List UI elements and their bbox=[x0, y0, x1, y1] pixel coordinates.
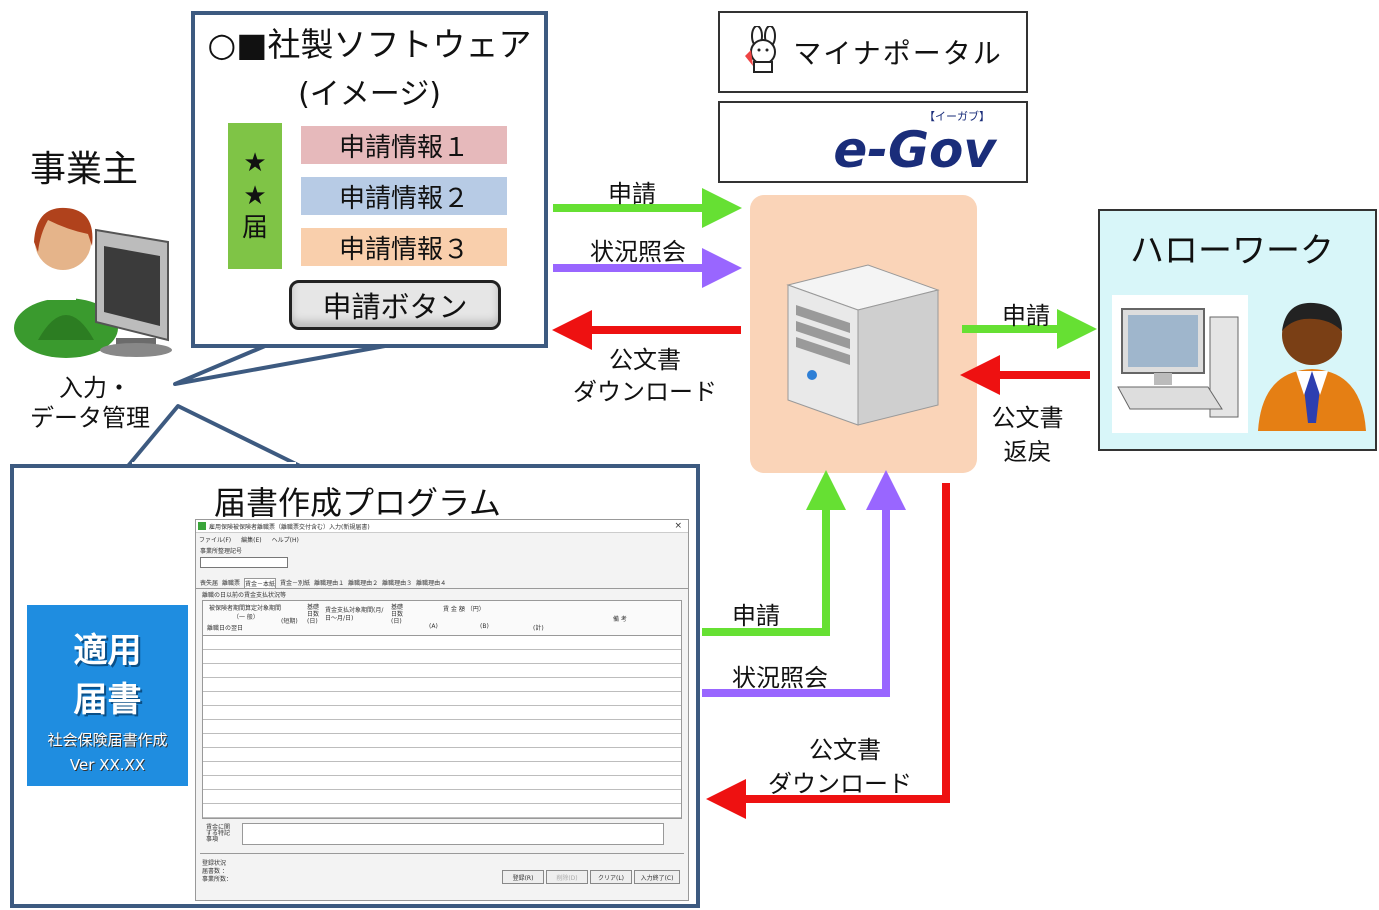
special-row: 賃金に関する特記事項 bbox=[202, 823, 682, 845]
apply-button[interactable]: 申請ボタン bbox=[289, 280, 501, 330]
label-status-top: 状況照会 bbox=[590, 238, 686, 266]
tab-1[interactable]: 離職票 bbox=[222, 580, 241, 587]
tab-6[interactable]: 離職理由３ bbox=[382, 580, 413, 587]
tab-7[interactable]: 離職理由４ bbox=[416, 580, 447, 587]
egov-box: 【イーガブ】 e-Gov bbox=[718, 101, 1028, 183]
info-row-3: 申請情報３ bbox=[301, 228, 507, 266]
form-bar-star1: ★ bbox=[243, 148, 267, 179]
window-title: 雇用保険被保険者離職票（離職票交付含む）入力(新規届書) bbox=[209, 523, 370, 531]
hellowork-title: ハローワーク bbox=[1130, 231, 1334, 271]
window-close-button[interactable]: × bbox=[674, 521, 682, 531]
label-status-bottom: 状況照会 bbox=[732, 664, 828, 692]
arrow-apply-bottom bbox=[702, 470, 846, 636]
office-label: 事業所整理記号 bbox=[200, 548, 243, 555]
special-label: 賃金に関する特記事項 bbox=[206, 824, 231, 843]
form-bar-star2: ★ bbox=[243, 180, 267, 211]
register-button[interactable]: 登録(R) bbox=[502, 870, 544, 884]
label-apply-bottom: 申請 bbox=[732, 602, 780, 630]
menu-help[interactable]: ヘルプ(H) bbox=[271, 537, 299, 544]
label-download-top-2: ダウンロード bbox=[573, 378, 717, 406]
col-notes: 備 考 bbox=[613, 616, 627, 623]
form-bar: ★ ★ 届 bbox=[228, 123, 282, 269]
myna-portal-label: マイナポータル bbox=[793, 37, 1003, 70]
col-period: 被保険者期間算定対象期間 bbox=[209, 605, 282, 612]
window-menu: ファイル(F) 編集(E) ヘルプ(H) bbox=[196, 533, 688, 546]
info-row-2: 申請情報２ bbox=[301, 177, 507, 215]
finish-button[interactable]: 入力終了(C) bbox=[634, 870, 680, 884]
arrow-download-bottom bbox=[706, 483, 950, 819]
col-base1: 基礎日数(日) bbox=[307, 604, 320, 625]
wage-table-header: 被保険者期間算定対象期間 （一 般） 離職日の翌日 (短期) 基礎日数(日) 賃… bbox=[202, 600, 682, 636]
program-window: 雇用保険被保険者離職票（離職票交付含む）入力(新規届書) × ファイル(F) 編… bbox=[195, 519, 689, 901]
menu-file[interactable]: ファイル(F) bbox=[199, 537, 232, 544]
special-input[interactable] bbox=[242, 823, 664, 845]
owner-title: 事業主 bbox=[30, 149, 139, 190]
owner-computer-icon bbox=[8, 190, 188, 360]
window-tabs: 喪失届 離職票 賃金－本紙 賃金－別紙 離職理由１ 離職理由２ 離職理由３ 離職… bbox=[196, 570, 688, 589]
arrow-status-bottom bbox=[702, 470, 906, 697]
col-general: （一 般） bbox=[233, 614, 259, 621]
icon-version: Ver XX.XX bbox=[69, 756, 146, 774]
label-apply-hello: 申請 bbox=[1002, 302, 1050, 330]
software-subtitle: (イメージ) bbox=[298, 77, 441, 112]
col-wage-period: 賃金支払対象期間(月/日～月/日) bbox=[325, 607, 384, 622]
software-callout: ○■社製ソフトウェア (イメージ) ★ ★ 届 申請情報１ 申請情報２ 申請情報… bbox=[191, 11, 548, 348]
program-desktop-icon[interactable]: 適用 届書 社会保険届書作成 Ver XX.XX bbox=[27, 605, 188, 786]
hellowork-pc-icon bbox=[1112, 295, 1248, 433]
status-offices: 事業所数： bbox=[202, 876, 233, 883]
hellowork-box: ハローワーク bbox=[1098, 209, 1377, 451]
server-icon bbox=[778, 255, 948, 434]
clear-button[interactable]: クリア(L) bbox=[590, 870, 632, 884]
label-apply-top: 申請 bbox=[608, 180, 656, 208]
software-title: ○■社製ソフトウェア bbox=[207, 25, 532, 64]
tab-2[interactable]: 賃金－本紙 bbox=[244, 578, 277, 588]
tab-5[interactable]: 離職理由２ bbox=[348, 580, 379, 587]
icon-caption: 社会保険届書作成 bbox=[47, 731, 168, 749]
col-a: (A) bbox=[429, 623, 438, 630]
icon-line1: 適用 bbox=[73, 631, 142, 671]
col-day: 離職日の翌日 bbox=[207, 625, 244, 632]
owner-caption-line1: 入力・ bbox=[59, 374, 131, 402]
col-total: (計) bbox=[533, 625, 544, 632]
status-area: 登録状況 届書数 ： 事業所数： 登録(R) 削除(D) クリア(L) 入力終了… bbox=[200, 853, 684, 888]
myna-mascot-icon bbox=[743, 25, 783, 78]
egov-logo: e-Gov bbox=[833, 121, 996, 179]
col-base2: 基礎日数(日) bbox=[391, 604, 404, 625]
hellowork-staff-icon bbox=[1252, 291, 1372, 435]
col-amount: 賃 金 額 （円） bbox=[443, 606, 485, 613]
section-title: 離職の日以前の賃金支払状況等 bbox=[202, 592, 287, 599]
col-b: (B) bbox=[480, 623, 489, 630]
app-icon bbox=[198, 522, 206, 530]
info-row-1: 申請情報１ bbox=[301, 126, 507, 164]
status-docs: 届書数 ： bbox=[202, 868, 228, 875]
tab-0[interactable]: 喪失届 bbox=[200, 580, 219, 587]
icon-line2: 届書 bbox=[73, 680, 142, 720]
col-short: (短期) bbox=[281, 618, 298, 625]
window-titlebar: 雇用保険被保険者離職票（離職票交付含む）入力(新規届書) × bbox=[196, 520, 688, 533]
tab-3[interactable]: 賃金－別紙 bbox=[280, 580, 311, 587]
wage-table-rows[interactable] bbox=[202, 636, 682, 819]
label-return-1: 公文書 bbox=[991, 404, 1064, 432]
myna-portal-box: マイナポータル bbox=[718, 11, 1028, 93]
label-download-bottom-2: ダウンロード bbox=[768, 770, 912, 798]
label-download-top-1: 公文書 bbox=[609, 346, 681, 374]
label-return-2: 返戻 bbox=[1003, 438, 1052, 466]
form-bar-char: 届 bbox=[241, 213, 268, 244]
office-select[interactable] bbox=[200, 557, 288, 568]
delete-button[interactable]: 削除(D) bbox=[546, 870, 588, 884]
tab-4[interactable]: 離職理由１ bbox=[314, 580, 345, 587]
server-panel bbox=[750, 195, 977, 473]
owner-caption-line2: データ管理 bbox=[30, 404, 150, 432]
egov-sub-label: 【イーガブ】 bbox=[924, 110, 990, 123]
status-label: 登録状況 bbox=[202, 860, 227, 867]
menu-edit[interactable]: 編集(E) bbox=[241, 537, 262, 544]
program-title: 届書作成プログラム bbox=[214, 484, 502, 522]
label-download-bottom-1: 公文書 bbox=[809, 736, 881, 764]
